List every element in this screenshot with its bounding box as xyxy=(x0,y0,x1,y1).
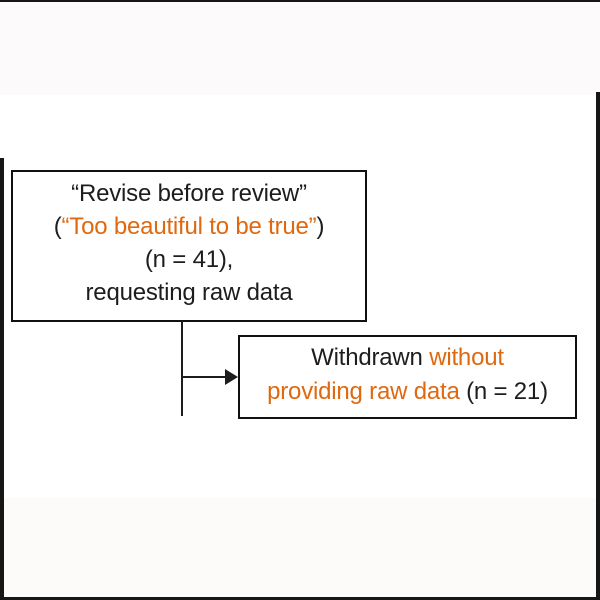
flow-box-revise-before-review: “Revise before review” (“Too beautiful t… xyxy=(11,170,367,322)
flow-box-withdrawn: Withdrawn without providing raw data (n … xyxy=(238,335,577,419)
text-too-beautiful-to-be-true: “Too beautiful to be true” xyxy=(61,213,317,240)
frame-top-edge xyxy=(0,0,600,2)
connector-vertical-line xyxy=(180,321,183,416)
text-n-41: (n = 41), xyxy=(144,246,234,273)
text-revise-before-review: “Revise before review” xyxy=(71,180,307,207)
box1-line-quote: (“Too beautiful to be true”) xyxy=(13,210,365,243)
text-requesting-raw-data: requesting raw data xyxy=(85,279,293,306)
text-withdrawn: Withdrawn xyxy=(311,344,430,371)
frame-left-edge xyxy=(0,158,4,600)
paren-open: ( xyxy=(53,213,62,240)
frame-bottom-edge xyxy=(0,597,600,600)
text-providing-raw-data: providing raw data xyxy=(267,378,467,405)
box1-line-title: “Revise before review” xyxy=(13,177,365,210)
paren-close: ) xyxy=(316,213,325,240)
box2-line-providing: providing raw data (n = 21) xyxy=(240,375,575,409)
box1-line-requesting: requesting raw data xyxy=(13,276,365,309)
box1-line-count: (n = 41), xyxy=(13,243,365,276)
page-top-band xyxy=(0,0,600,95)
arrowhead-right-icon xyxy=(225,369,238,385)
box2-line-withdrawn: Withdrawn without xyxy=(240,341,575,375)
frame-right-edge xyxy=(596,92,600,600)
page-bottom-band xyxy=(0,498,600,597)
text-n-21: (n = 21) xyxy=(466,378,548,405)
text-without: without xyxy=(429,344,504,371)
connector-horizontal-line xyxy=(181,375,227,378)
